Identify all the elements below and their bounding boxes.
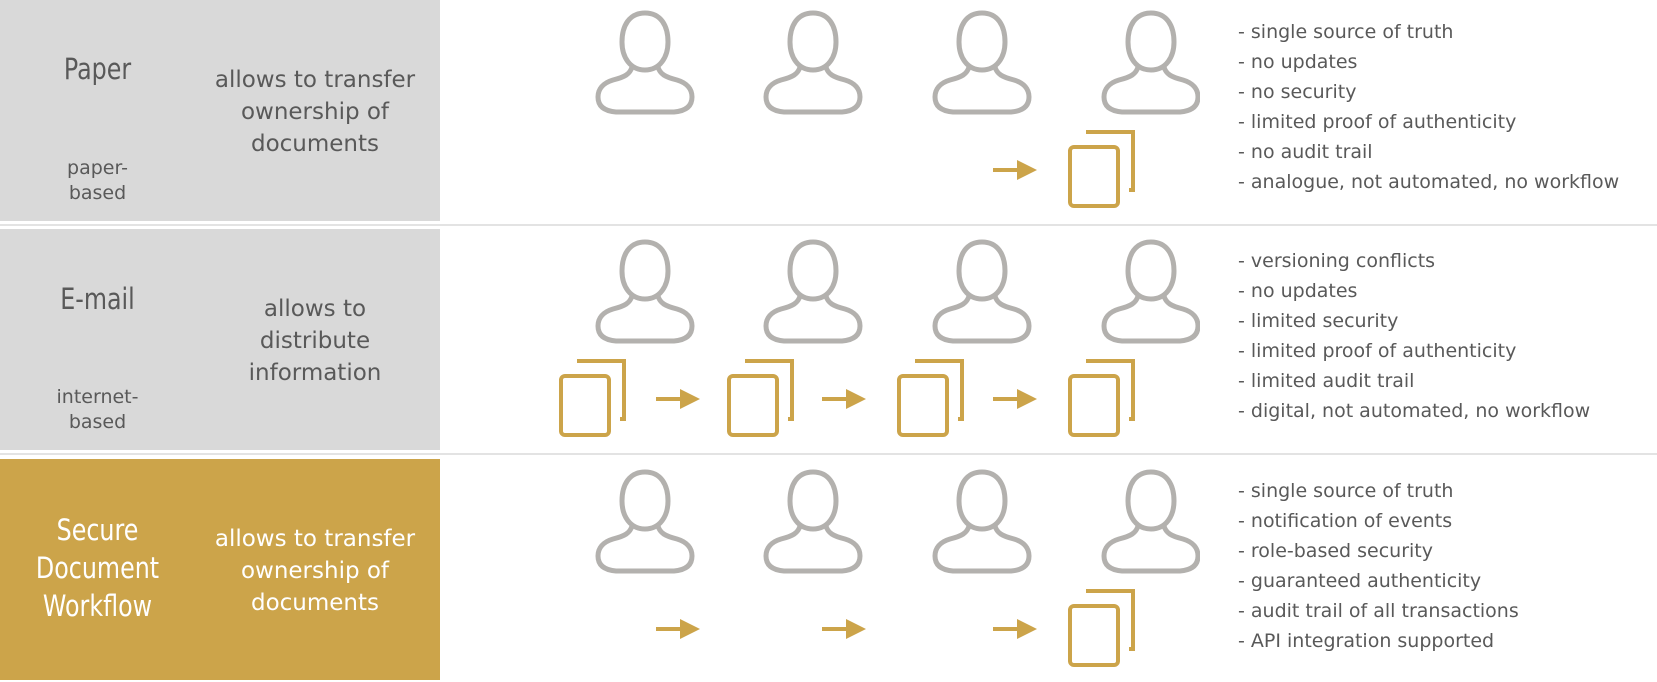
person-icon — [935, 242, 1029, 341]
person-icon — [935, 13, 1029, 112]
person-icon — [935, 472, 1029, 571]
row-description: allows to transfer ownership of document… — [214, 67, 416, 157]
person-icon — [598, 13, 692, 112]
person-icon — [766, 13, 860, 112]
document-stack-icon — [1068, 130, 1135, 208]
row-subtitle: paper- based — [67, 157, 128, 204]
person-icon — [598, 242, 692, 341]
right-arrow-icon — [993, 160, 1037, 180]
row-title: E-mail — [60, 282, 135, 316]
person-icon — [1104, 472, 1198, 571]
person-icon — [766, 242, 860, 341]
person-icon — [1104, 13, 1198, 112]
person-icon — [1104, 242, 1198, 341]
document-stack-icon — [1068, 359, 1135, 437]
bullet-item: - limited security — [1238, 310, 1399, 332]
row-email: E-mail allows to distribute information … — [0, 229, 1657, 450]
document-stack-icon — [559, 359, 626, 437]
right-arrow-icon — [993, 389, 1037, 409]
workflow-figure — [440, 459, 1200, 680]
right-arrow-icon — [822, 389, 866, 409]
right-arrow-icon — [822, 619, 866, 639]
bullet-item: - notification of events — [1238, 510, 1453, 532]
bullet-item: - analogue, not automated, no workflow — [1238, 171, 1620, 193]
bullet-list: - single source of truth - notification … — [1238, 476, 1519, 656]
bullet-item: - digital, not automated, no workflow — [1238, 400, 1591, 422]
document-stack-icon — [727, 359, 794, 437]
bullet-item: - limited proof of authenticity — [1238, 340, 1517, 362]
bullet-list: - versioning conflicts - no updates - li… — [1238, 246, 1590, 426]
bullet-item: - no updates — [1238, 280, 1358, 302]
row-subtitle: internet- based — [56, 386, 139, 433]
row-title: Paper — [63, 52, 132, 86]
document-stack-icon — [897, 359, 964, 437]
row-divider — [0, 453, 1657, 455]
bullet-item: - guaranteed authenticity — [1238, 570, 1482, 592]
row-description: allows to distribute information — [248, 296, 382, 386]
row-description: allows to transfer ownership of document… — [214, 526, 416, 616]
row-label-panel: Paper allows to transfer ownership of do… — [0, 0, 440, 221]
row-divider — [0, 224, 1657, 226]
bullet-item: - no updates — [1238, 51, 1358, 73]
workflow-figure — [440, 0, 1200, 221]
right-arrow-icon — [656, 389, 700, 409]
bullet-item: - single source of truth — [1238, 480, 1454, 502]
bullet-item: - versioning conflicts — [1238, 250, 1436, 272]
bullet-item: - no audit trail — [1238, 141, 1373, 163]
bullet-item: - API integration supported — [1238, 630, 1495, 652]
workflow-figure — [440, 229, 1200, 450]
row-label-panel: Secure Document Workflow allows to trans… — [0, 459, 440, 680]
bullet-item: - limited audit trail — [1238, 370, 1415, 392]
bullet-list: - single source of truth - no updates - … — [1238, 17, 1619, 197]
bullet-item: - no security — [1238, 81, 1357, 103]
person-icon — [598, 472, 692, 571]
document-stack-icon — [1068, 589, 1135, 667]
right-arrow-icon — [656, 619, 700, 639]
bullet-item: - role-based security — [1238, 540, 1433, 562]
bullet-item: - limited proof of authenticity — [1238, 111, 1517, 133]
row-paper: Paper allows to transfer ownership of do… — [0, 0, 1657, 221]
person-icon — [766, 472, 860, 571]
bullet-item: - single source of truth — [1238, 21, 1454, 43]
right-arrow-icon — [993, 619, 1037, 639]
bullet-item: - audit trail of all transactions — [1238, 600, 1519, 622]
row-secure-document-workflow: Secure Document Workflow allows to trans… — [0, 459, 1657, 680]
row-title: Secure Document Workflow — [35, 513, 160, 623]
row-label-panel: E-mail allows to distribute information … — [0, 229, 440, 450]
